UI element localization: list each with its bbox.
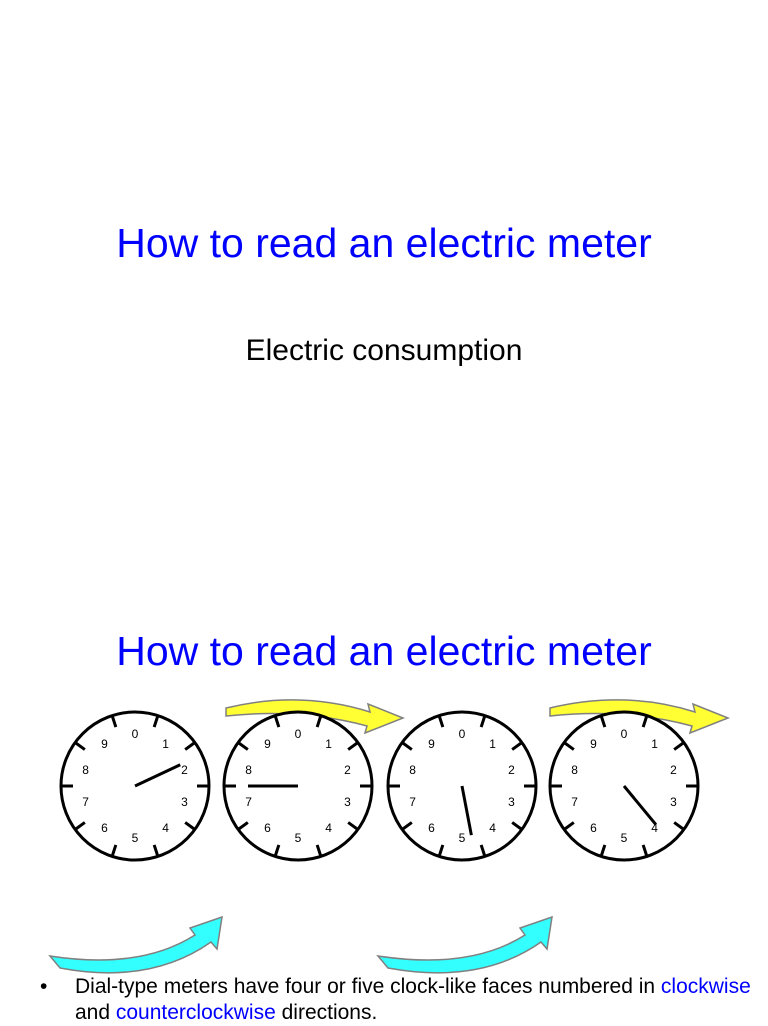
dial-tick: [673, 741, 685, 751]
dial-tick: [347, 821, 359, 831]
dial-tick: [437, 715, 445, 728]
dial-tick: [74, 741, 86, 751]
yellow-arrow-icon: [549, 699, 731, 735]
dial-tick: [437, 844, 445, 857]
dial-pointer: [460, 785, 473, 836]
bullet-text-and: and: [75, 1001, 116, 1024]
dial-number: 4: [651, 821, 658, 835]
dial-number: 3: [181, 795, 188, 809]
dial-tick: [315, 715, 323, 728]
bullet-text-part2: directions.: [275, 1001, 378, 1024]
bullet-marker: •: [40, 975, 48, 998]
dial-number: 0: [295, 727, 302, 741]
yellow-arrow-icon: [225, 699, 406, 735]
dial-number: 9: [264, 737, 271, 751]
dial-tick: [479, 844, 487, 857]
clockwise-word: clockwise: [660, 975, 751, 998]
dial-tick: [599, 844, 607, 857]
dial-tick: [237, 741, 249, 751]
dial-tick: [273, 844, 281, 857]
dial-tick: [152, 715, 160, 728]
dial-tick: [641, 715, 649, 728]
dial-number: 5: [295, 831, 302, 845]
dial-number: 8: [571, 763, 578, 777]
meter-dial: 0 98 76 5 43 21: [386, 710, 538, 862]
dial-number: 4: [162, 821, 169, 835]
dial-number: 2: [181, 763, 188, 777]
cyan-arrow-icon: [376, 915, 553, 974]
dial-tick: [152, 844, 160, 857]
dial-number: 6: [264, 821, 271, 835]
dial-number: 8: [245, 763, 252, 777]
slide-1-subtitle: Electric consumption: [245, 334, 523, 367]
dial-number: 3: [670, 795, 677, 809]
dial-number: 7: [245, 795, 252, 809]
slide-1: How to read an electric meter Electric c…: [116, 220, 652, 367]
dial-tick: [184, 741, 196, 751]
dial-tick: [315, 844, 323, 857]
dial-number: 1: [325, 737, 332, 751]
dial-number: 1: [651, 737, 658, 751]
bullet-text: Dial-type meters have four or five clock…: [75, 974, 755, 1026]
dial-number: 1: [162, 737, 169, 751]
dial-tick: [479, 715, 487, 728]
dial-tick: [401, 741, 413, 751]
dial-tick: [237, 821, 249, 831]
dial-number: 5: [459, 831, 466, 845]
meter-dial: 0 12 34 5 67 89: [222, 710, 374, 862]
dial-number: 4: [325, 821, 332, 835]
dial-number: 7: [409, 795, 416, 809]
dial-number: 3: [508, 795, 515, 809]
dial-number: 5: [621, 831, 628, 845]
dial-pointer: [622, 785, 658, 826]
dial-number: 5: [132, 831, 139, 845]
dial-pointer: [134, 763, 181, 788]
dial-tick: [511, 741, 523, 751]
dial-tick: [511, 821, 523, 831]
dial-tick: [110, 844, 118, 857]
dial-tick: [347, 741, 359, 751]
dial-tick: [599, 715, 607, 728]
dial-number: 2: [670, 763, 677, 777]
dial-number: 3: [344, 795, 351, 809]
meter-dial: 0 12 34 5 67 89: [548, 710, 700, 862]
dial-number: 8: [82, 763, 89, 777]
bullet-text-part1: Dial-type meters have four or five clock…: [75, 975, 661, 998]
counterclockwise-word: counterclockwise: [115, 1001, 276, 1024]
dial-tick: [563, 821, 575, 831]
dial-number: 0: [621, 727, 628, 741]
dial-tick: [563, 741, 575, 751]
dial-number: 8: [409, 763, 416, 777]
dial-number: 0: [132, 727, 139, 741]
dial-tick: [110, 715, 118, 728]
dial-number: 1: [489, 737, 496, 751]
dial-number: 6: [590, 821, 597, 835]
dial-tick: [273, 715, 281, 728]
dial-number: 9: [590, 737, 597, 751]
dial-tick: [74, 821, 86, 831]
dial-number: 0: [459, 727, 466, 741]
meter-dial: 0 98 76 5 43 21: [59, 710, 211, 862]
dial-number: 6: [428, 821, 435, 835]
slide-1-title: How to read an electric meter: [116, 220, 652, 266]
slide-2-title: How to read an electric meter: [116, 628, 652, 674]
dial-tick: [641, 844, 649, 857]
dial-number: 2: [508, 763, 515, 777]
dial-tick: [184, 821, 196, 831]
dial-number: 7: [571, 795, 578, 809]
dial-number: 9: [428, 737, 435, 751]
dial-tick: [401, 821, 413, 831]
cyan-arrow-icon: [48, 915, 223, 974]
dial-number: 9: [101, 737, 108, 751]
dial-number: 6: [101, 821, 108, 835]
dial-tick: [673, 821, 685, 831]
dial-number: 7: [82, 795, 89, 809]
dial-number: 2: [344, 763, 351, 777]
dial-number: 4: [489, 821, 496, 835]
